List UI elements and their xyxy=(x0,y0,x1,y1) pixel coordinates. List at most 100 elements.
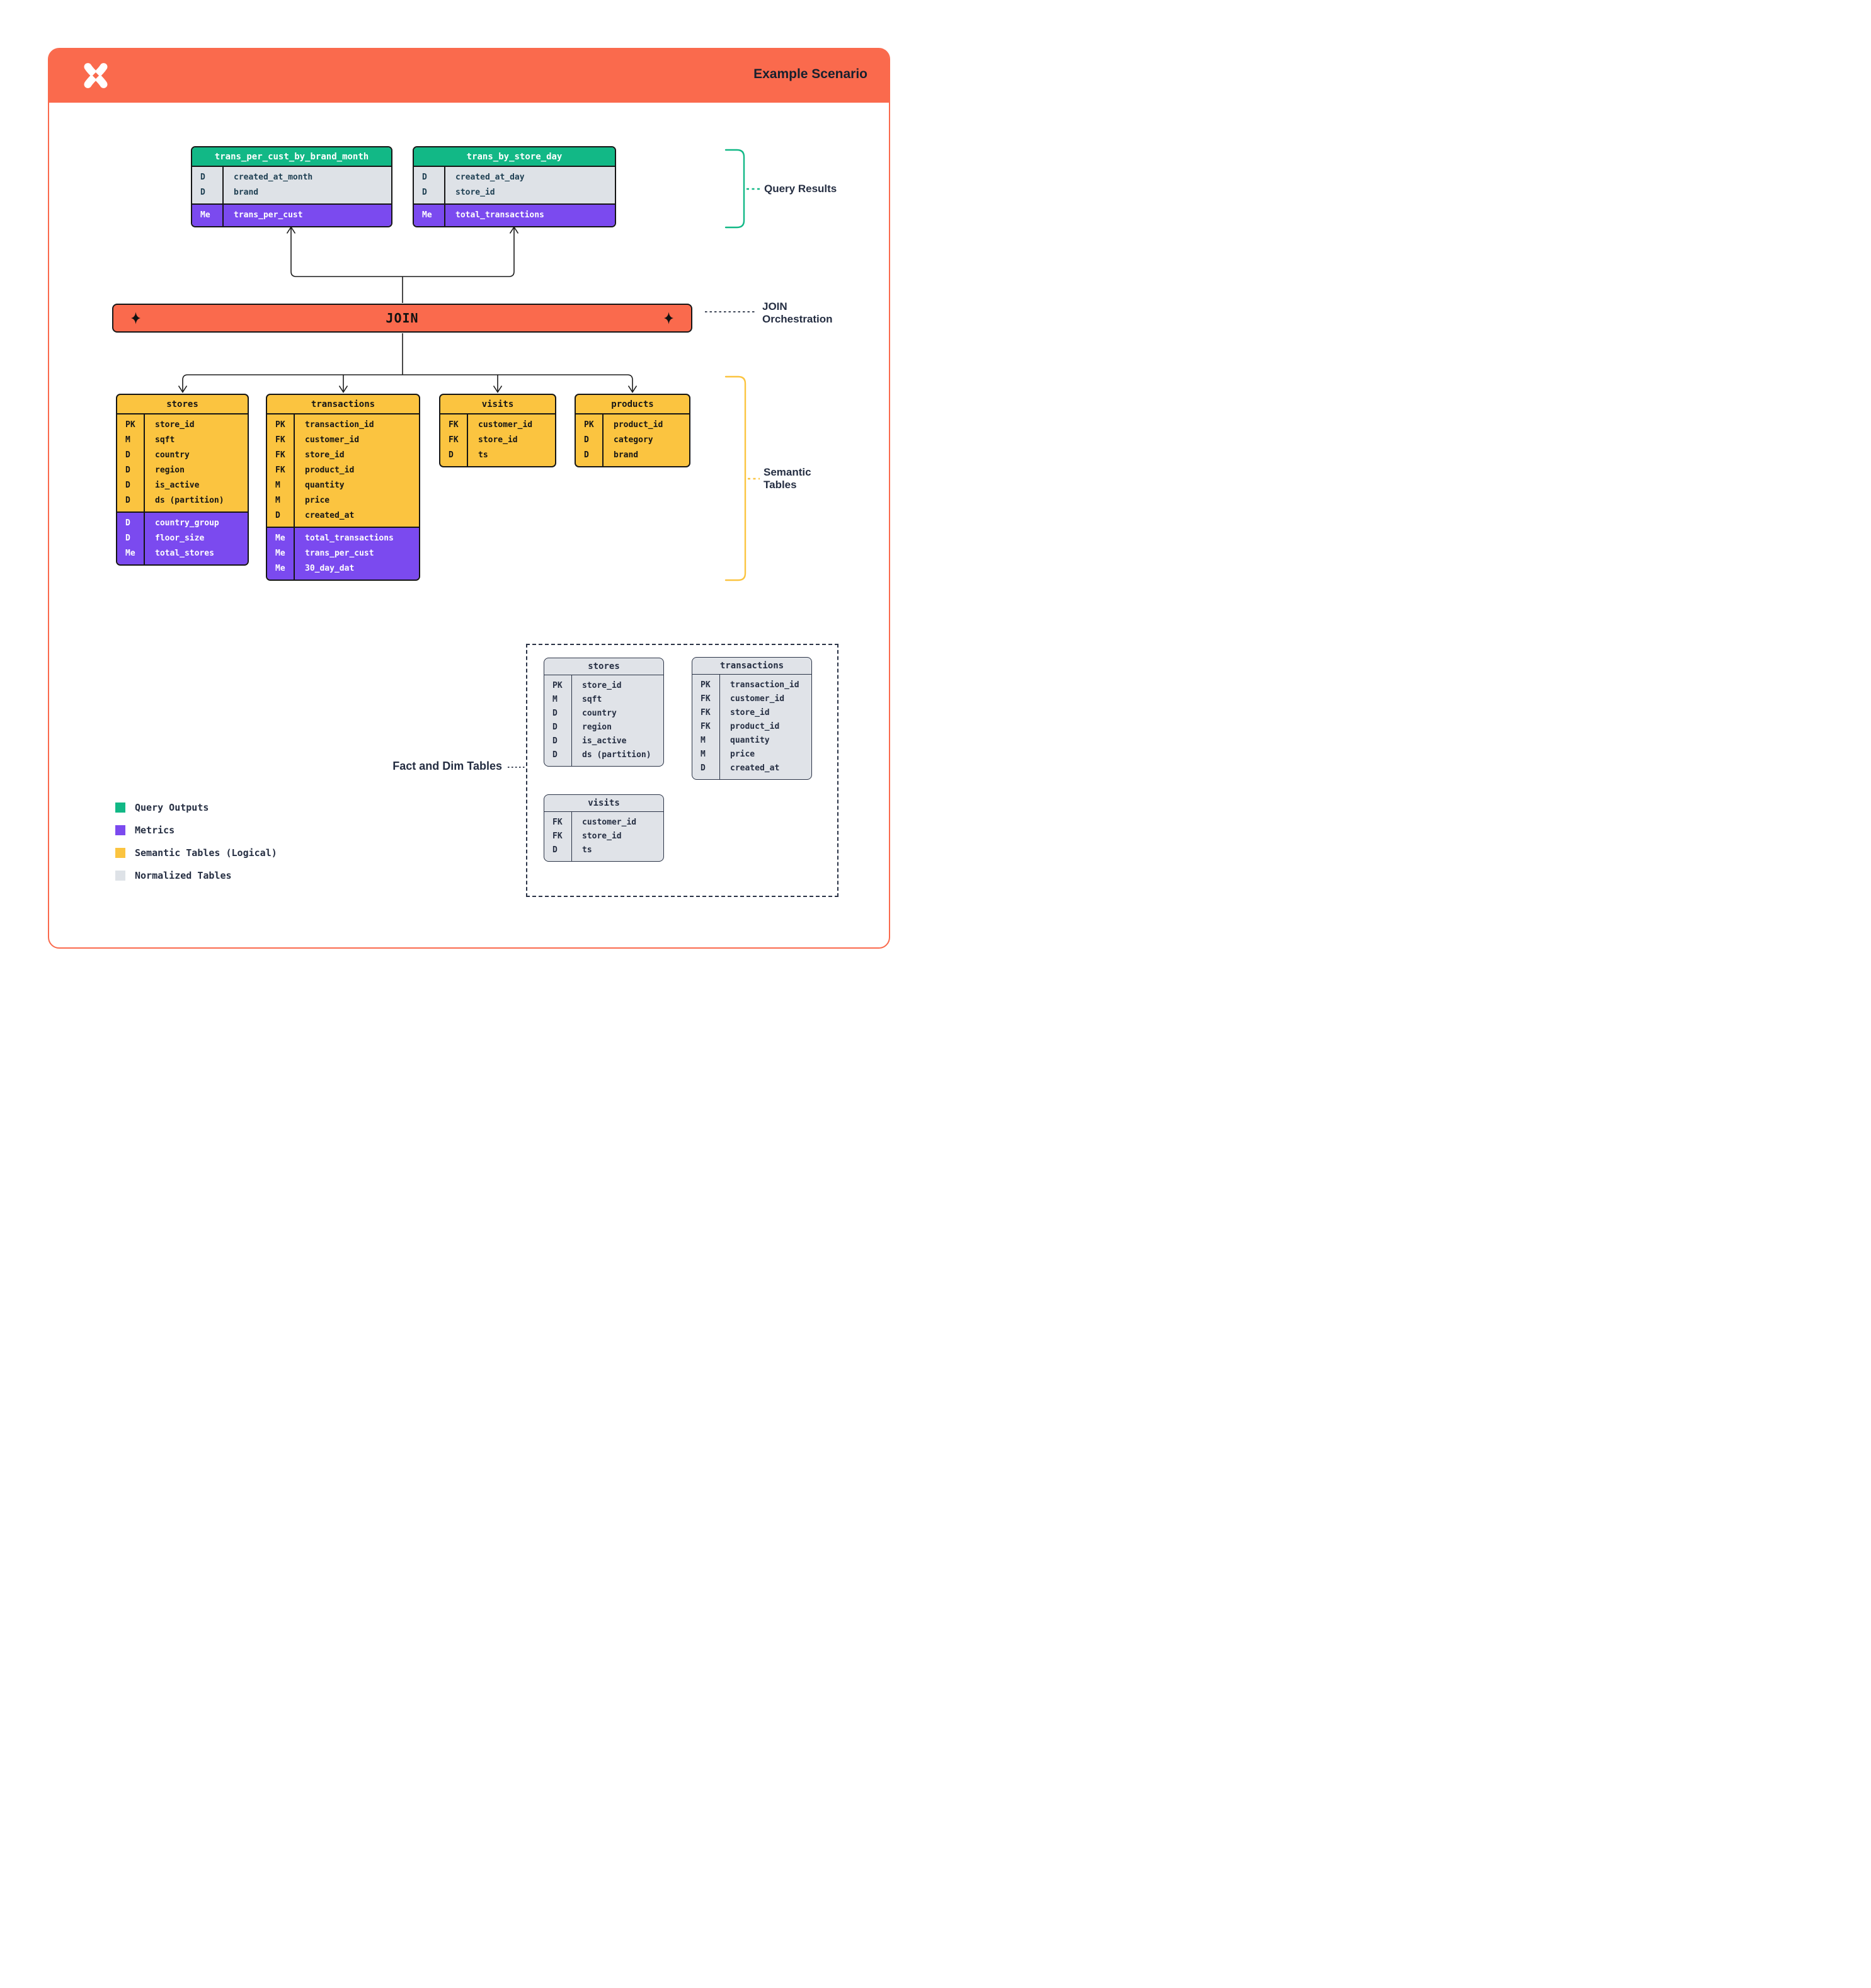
key-column: Me xyxy=(414,205,445,226)
row-key: PK xyxy=(552,681,563,690)
legend-item-query-outputs: Query Outputs xyxy=(115,796,277,819)
row-key: Me xyxy=(275,534,285,543)
row-field: customer_id xyxy=(478,420,533,430)
row-field: brand xyxy=(234,188,259,197)
row-field: created_at xyxy=(305,511,355,520)
semantic-tables-swatch xyxy=(115,848,125,858)
row-field: store_id xyxy=(582,831,622,841)
join-orchestration-line1: JOIN xyxy=(762,300,787,312)
row-key: FK xyxy=(552,831,563,841)
row-key: D xyxy=(125,450,130,460)
row-key: Me xyxy=(422,210,432,220)
row-field: sqft xyxy=(582,695,602,704)
field-column: trans_per_cust xyxy=(224,205,391,226)
table-title: stores xyxy=(117,395,248,414)
row-field: customer_id xyxy=(305,435,360,445)
row-key: D xyxy=(200,173,205,182)
pinwheel-x-logo xyxy=(84,63,108,88)
row-key: D xyxy=(422,173,427,182)
row-field: trans_per_cust xyxy=(234,210,303,220)
row-key: Me xyxy=(200,210,210,220)
row-field: quantity xyxy=(305,481,345,490)
row-key: D xyxy=(125,496,130,505)
metrics-section: Me trans_per_cust xyxy=(192,203,391,226)
row-field: country_group xyxy=(155,518,219,528)
table-title: stores xyxy=(544,658,663,675)
row-field: ds (partition) xyxy=(155,496,224,505)
row-key: FK xyxy=(552,818,563,827)
row-key: M xyxy=(701,750,706,759)
row-key: D xyxy=(552,723,558,732)
row-key: FK xyxy=(275,435,285,445)
sparkle-diamond-icon xyxy=(664,312,673,324)
legend-item-semantic-tables: Semantic Tables (Logical) xyxy=(115,842,277,864)
row-field: price xyxy=(730,750,755,759)
row-field: is_active xyxy=(582,736,627,746)
row-key: D xyxy=(125,518,130,528)
row-key: FK xyxy=(449,420,459,430)
row-field: ds (partition) xyxy=(582,750,651,760)
legend-label: Semantic Tables (Logical) xyxy=(135,847,277,859)
semantic-tables-line2: Tables xyxy=(764,479,797,491)
row-key: M xyxy=(125,435,130,445)
row-field: category xyxy=(614,435,653,445)
legend-label: Normalized Tables xyxy=(135,870,232,881)
normalized-tables-swatch xyxy=(115,871,125,881)
row-field: price xyxy=(305,496,330,505)
row-field: ts xyxy=(582,845,592,855)
table-title: transactions xyxy=(267,395,419,414)
row-key: PK xyxy=(275,420,285,430)
row-field: store_id xyxy=(478,435,518,445)
semantic-tables-label: Semantic Tables xyxy=(764,466,811,491)
metrics-swatch xyxy=(115,825,125,835)
card-header: Example Scenario xyxy=(49,49,889,103)
row-field: transaction_id xyxy=(305,420,374,430)
join-orchestration-label: JOIN Orchestration xyxy=(762,300,832,326)
legend-item-metrics: Metrics xyxy=(115,819,277,842)
row-field: ts xyxy=(478,450,488,460)
row-field: country xyxy=(155,450,190,460)
page: Example Scenario xyxy=(0,0,936,994)
row-field: store_id xyxy=(305,450,345,460)
row-field: total_transactions xyxy=(305,534,394,543)
join-bar: JOIN xyxy=(112,304,692,333)
row-key: D xyxy=(125,481,130,490)
legend-label: Metrics xyxy=(135,825,175,836)
row-field: total_stores xyxy=(155,549,214,558)
row-key: FK xyxy=(275,450,285,460)
row-field: product_id xyxy=(614,420,663,430)
sparkle-diamond-icon xyxy=(131,312,140,324)
row-field: region xyxy=(155,466,185,475)
row-key: M xyxy=(552,695,558,704)
join-label: JOIN xyxy=(386,311,419,326)
row-field: is_active xyxy=(155,481,200,490)
